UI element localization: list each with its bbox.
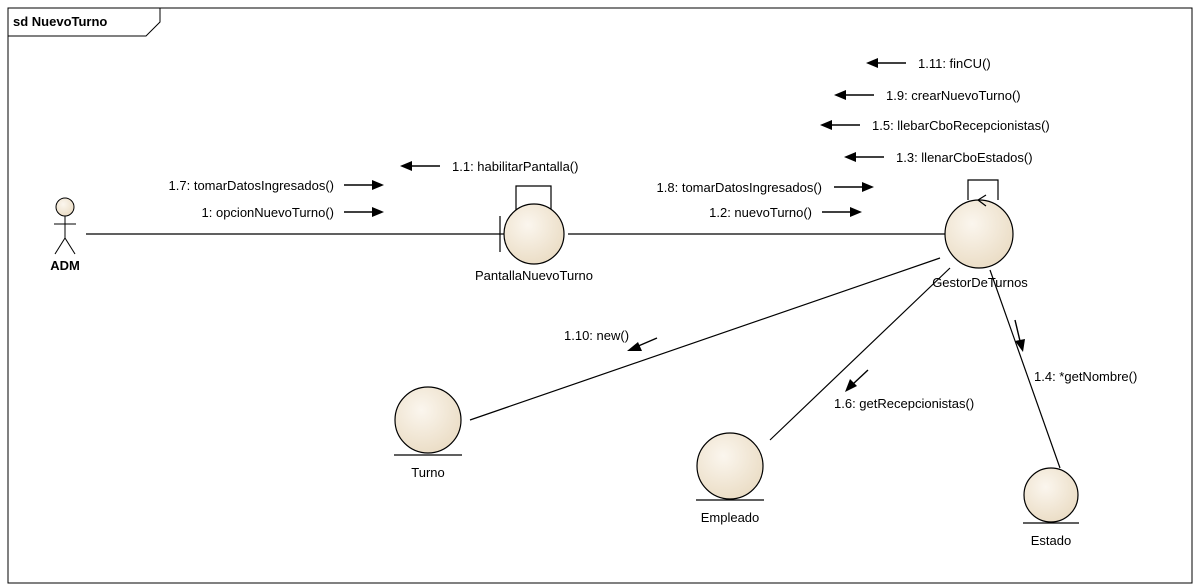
msg-1-3: 1.3: llenarCboEstados() [896,150,1033,165]
connectors [86,233,1061,469]
message-arrows [344,58,1025,392]
msg-1: 1: opcionNuevoTurno() [202,205,334,220]
estado-label: Estado [1031,533,1071,548]
message-labels: 1.7: tomarDatosIngresados() 1: opcionNue… [169,56,1138,411]
msg-1-1: 1.1: habilitarPantalla() [452,159,578,174]
msg-1-10: 1.10: new() [564,328,629,343]
frame-border [7,7,1193,584]
arrow-m1_4 [1014,319,1021,342]
msg-1-4: 1.4: *getNombre() [1034,369,1137,384]
actor-adm[interactable]: ADM [50,197,80,273]
msg-1-8: 1.8: tomarDatosIngresados() [657,180,822,195]
control-arrowhead [976,194,987,207]
actor-label: ADM [50,258,80,273]
turno-label: Turno [411,465,444,480]
entity-circle [1023,467,1079,523]
actor-head [55,197,75,217]
pantalla-label: PantallaNuevoTurno [475,268,593,283]
msg-1-6: 1.6: getRecepcionistas() [834,396,974,411]
lifeline-pantalla[interactable]: PantallaNuevoTurno [475,185,593,283]
msg-1-2: 1.2: nuevoTurno() [709,205,812,220]
arrow-m1_6 [852,369,869,385]
frame-tab [7,7,161,37]
boundary-circle [503,203,565,265]
msg-1-5: 1.5: llebarCboRecepcionistas() [872,118,1050,133]
link-gestor-empleado [769,267,951,441]
empleado-label: Empleado [701,510,760,525]
entity-circle [394,386,462,454]
lifeline-turno[interactable]: Turno [394,386,462,480]
self-loop [967,179,999,200]
entity-circle [696,432,764,500]
msg-1-7: 1.7: tomarDatosIngresados() [169,178,334,193]
frame-title: sd NuevoTurno [13,14,107,29]
link-gestor-estado [989,269,1061,469]
control-circle [944,199,1014,269]
lifeline-empleado[interactable]: Empleado [696,432,764,525]
msg-1-9: 1.9: crearNuevoTurno() [886,88,1021,103]
msg-1-11: 1.11: finCU() [918,56,991,71]
lifeline-estado[interactable]: Estado [1023,467,1079,548]
self-loop [515,185,552,210]
lifeline-gestor[interactable]: GestorDeTurnos [932,179,1028,290]
link-gestor-turno [469,257,941,421]
gestor-label: GestorDeTurnos [932,275,1028,290]
